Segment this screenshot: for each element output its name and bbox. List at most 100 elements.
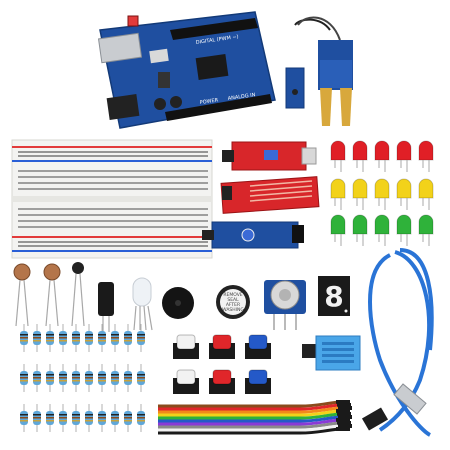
seven-segment-display: 8 xyxy=(318,276,350,316)
photoresistors xyxy=(13,263,61,327)
resistor-icon xyxy=(33,404,41,432)
push-button-icon xyxy=(245,334,271,359)
jumper-wire xyxy=(158,403,341,411)
resistor-icon xyxy=(98,364,106,392)
led-icon xyxy=(418,140,434,172)
push-button-icon xyxy=(245,369,271,394)
resistor-icon xyxy=(85,404,93,432)
potentiometer xyxy=(264,280,306,330)
resistor-icon xyxy=(124,364,132,392)
resistor-icon xyxy=(98,324,106,352)
jumper-pin-housing xyxy=(336,418,350,422)
push-button-icon xyxy=(209,334,235,359)
resistor-icon xyxy=(59,324,67,352)
rgb-led xyxy=(132,277,153,331)
board-silk-analog: ANALOG IN xyxy=(227,92,256,102)
led-icon xyxy=(374,178,390,210)
resistor-icon xyxy=(85,324,93,352)
led-icon xyxy=(418,178,434,210)
resistor-icon xyxy=(72,404,80,432)
resistor-icon xyxy=(46,324,54,352)
push-button-icon xyxy=(173,369,199,394)
board-silk-top: DIGITAL (PWM ~) xyxy=(195,34,239,46)
jumper-wire xyxy=(158,409,341,417)
led-icon xyxy=(396,178,412,210)
board-silk-power: POWER xyxy=(199,97,219,106)
sticker-line-3: AFTER xyxy=(226,302,240,308)
seven-segment-digit: 8 xyxy=(324,280,343,313)
temperature-humidity-sensor xyxy=(302,335,361,371)
push-button-icon xyxy=(209,369,235,394)
resistor-icon xyxy=(59,404,67,432)
resistor-icon xyxy=(72,324,80,352)
jumper-wire xyxy=(158,412,341,420)
led-icon xyxy=(330,214,346,246)
led-icon xyxy=(330,178,346,210)
jumper-wire xyxy=(158,418,341,426)
jumper-wire xyxy=(158,421,341,429)
led-icon xyxy=(330,140,346,172)
resistor-icon xyxy=(33,324,41,352)
resistor-icon xyxy=(111,364,119,392)
push-button-icon xyxy=(173,334,199,359)
resistor-icon xyxy=(20,364,28,392)
led-icon xyxy=(352,140,368,172)
resistor-icon xyxy=(46,364,54,392)
sticker-line-2: SEAL xyxy=(227,297,239,303)
jumper-wire xyxy=(158,427,341,435)
jumper-pin-housing xyxy=(337,412,351,416)
led-icon xyxy=(352,178,368,210)
passive-buzzer xyxy=(162,287,194,319)
resistor-icon xyxy=(98,404,106,432)
resistor-icon xyxy=(111,404,119,432)
led-grid xyxy=(330,140,434,246)
led-icon xyxy=(374,214,390,246)
resistor-icon xyxy=(33,364,41,392)
resistor-icon xyxy=(111,324,119,352)
water-level-sensor xyxy=(220,176,320,214)
resistor-icon xyxy=(137,404,145,432)
resistor-icon xyxy=(46,404,54,432)
usb-connector-b xyxy=(361,407,389,431)
push-button-set xyxy=(173,334,271,394)
jumper-pin-housing xyxy=(336,427,350,431)
ir-obstacle-sensor xyxy=(202,221,304,249)
led-icon xyxy=(352,214,368,246)
resistor-icon xyxy=(20,324,28,352)
jumper-pin-housing xyxy=(336,409,350,413)
led-icon xyxy=(396,214,412,246)
jumper-pin-housing xyxy=(338,415,352,419)
active-buzzer: REMOVE SEAL AFTER WASHING xyxy=(216,285,250,319)
jumper-pin-housing xyxy=(337,403,351,407)
resistor-icon xyxy=(85,364,93,392)
thermistor xyxy=(71,262,85,327)
resistor-icon xyxy=(124,404,132,432)
resistor-icon xyxy=(137,324,145,352)
jumper-pin-housing xyxy=(337,421,351,425)
soil-moisture-sensor xyxy=(285,16,353,126)
resistor-icon xyxy=(20,404,28,432)
usb-cable xyxy=(368,248,434,437)
jumper-pin-housing xyxy=(338,424,352,428)
resistor-icon xyxy=(72,364,80,392)
resistor-icon xyxy=(124,324,132,352)
led-icon xyxy=(374,140,390,172)
tilt-switch xyxy=(98,282,114,332)
resistor-icon xyxy=(59,364,67,392)
jumper-pin-housing xyxy=(336,400,350,404)
resistor-icon xyxy=(137,364,145,392)
led-icon xyxy=(396,140,412,172)
resistor-array xyxy=(20,324,145,432)
jumper-wire-ribbon xyxy=(158,400,352,435)
jumper-wire xyxy=(158,424,341,432)
sticker-line-4: WASHING xyxy=(222,307,244,313)
usb-connector-a xyxy=(393,383,427,415)
breadboard xyxy=(11,139,213,259)
microcontroller-board: DIGITAL (PWM ~) POWER ANALOG IN xyxy=(97,11,276,129)
jumper-wire xyxy=(158,415,341,423)
jumper-wire xyxy=(158,406,341,414)
led-icon xyxy=(418,214,434,246)
jumper-wire xyxy=(158,400,341,408)
sticker-line-1: REMOVE xyxy=(223,292,242,298)
